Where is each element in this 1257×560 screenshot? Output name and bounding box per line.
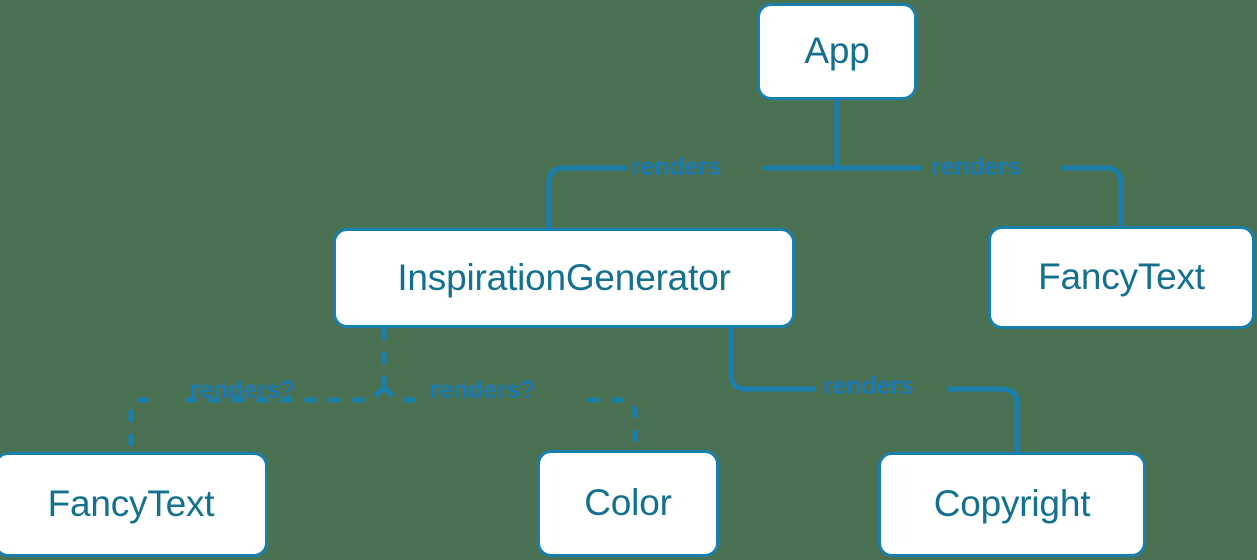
edge-inspirationgenerator-to-fancytext-bottom	[185, 386, 386, 403]
edge-inspirationgenerator-to-copyright-right	[948, 386, 1020, 452]
edge-inspirationgenerator-to-fancytext-bottom-elbow	[128, 397, 150, 452]
edge-app-to-fancytext-elbow	[1062, 165, 1124, 226]
edge-app-to-inspirationgenerator-elbow	[546, 165, 628, 228]
node-inspiration-generator-label: InspirationGenerator	[397, 256, 731, 298]
edge-label-inspirationgenerator-to-color: renders?	[430, 376, 536, 404]
node-copyright-label: Copyright	[933, 483, 1091, 524]
edge-label-app-to-inspirationgenerator: renders	[631, 153, 722, 181]
node-app-label: App	[804, 30, 870, 71]
node-fancytext-bottom-label: FancyText	[47, 483, 215, 524]
edge-inspirationgenerator-to-copyright-elbow	[728, 328, 816, 392]
edge-inspirationgenerator-to-color-elbow	[588, 397, 638, 450]
node-inspiration-generator[interactable]: InspirationGenerator	[333, 228, 795, 328]
edge-label-inspirationgenerator-to-copyright: renders	[823, 372, 914, 400]
node-fancytext-top-label: FancyText	[1038, 256, 1205, 297]
edge-label-inspirationgenerator-to-fancytext-bottom: renders?	[190, 376, 296, 404]
node-copyright[interactable]: Copyright	[878, 452, 1146, 557]
node-fancytext-bottom[interactable]: FancyText	[0, 452, 268, 557]
edge-label-app-to-fancytext: renders	[931, 153, 1022, 181]
node-app[interactable]: App	[757, 3, 917, 100]
node-color-label: Color	[584, 482, 672, 523]
edge-inspirationgenerator-to-color	[382, 386, 425, 403]
node-color[interactable]: Color	[537, 450, 719, 557]
node-fancytext-top[interactable]: FancyText	[988, 226, 1255, 329]
